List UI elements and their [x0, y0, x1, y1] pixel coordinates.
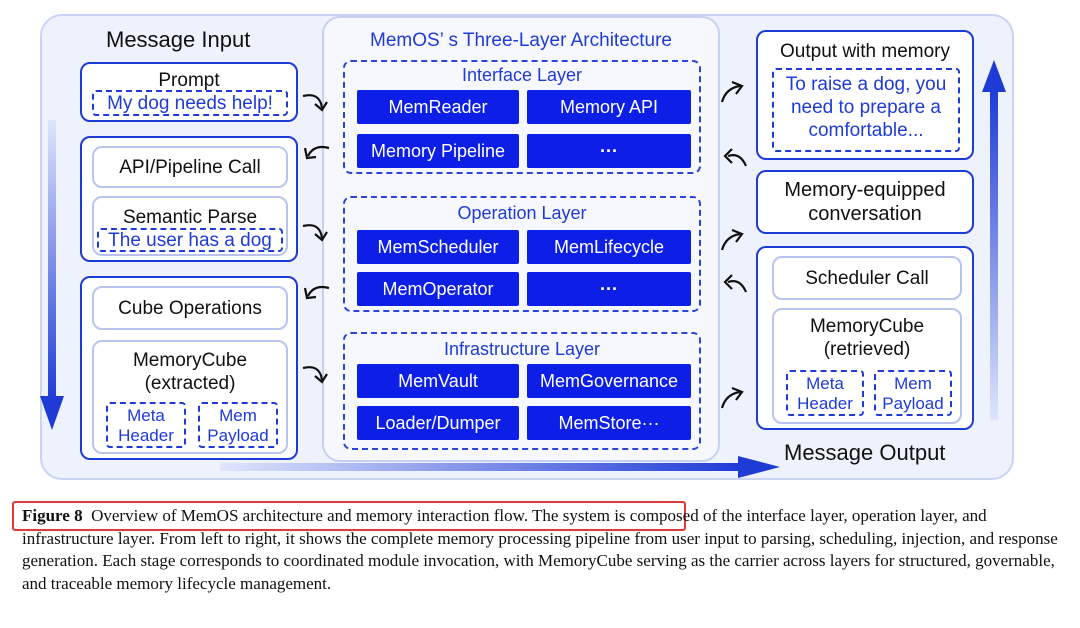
- output-with-memory-box: Output with memory To raise a dog, you n…: [756, 30, 974, 160]
- curved-arrow-left-icon: [303, 145, 330, 160]
- module-more: ···: [527, 272, 691, 306]
- module-memlifecycle: MemLifecycle: [527, 230, 691, 264]
- right-flow-arrow-icon: [220, 456, 780, 478]
- meta-line-2: Header: [797, 394, 853, 413]
- figure-caption: Figure 8 Overview of MemOS architecture …: [22, 505, 1062, 595]
- memory-conversation-box: Memory-equipped conversation: [756, 170, 974, 234]
- module-memory-api: Memory API: [527, 90, 691, 124]
- module-more: ···: [527, 134, 691, 168]
- output-line-2: need to prepare a: [790, 97, 941, 118]
- meta-header-box: Meta Header: [786, 370, 864, 416]
- parse-group: API/Pipeline Call Semantic Parse The use…: [80, 136, 298, 262]
- curved-arrow-up-right-icon: [720, 228, 744, 251]
- scheduler-call-label: Scheduler Call: [805, 268, 929, 289]
- module-memscheduler: MemScheduler: [357, 230, 519, 264]
- module-memgovernance: MemGovernance: [527, 364, 691, 398]
- semantic-parse-box: Semantic Parse The user has a dog: [92, 196, 288, 256]
- output-title: Output with memory: [780, 41, 950, 62]
- parse-text-box: The user has a dog: [97, 228, 283, 252]
- meta-header-box: Meta Header: [106, 402, 186, 448]
- mem-payload-box: Mem Payload: [198, 402, 278, 448]
- output-text-box: To raise a dog, you need to prepare a co…: [772, 68, 960, 152]
- interface-layer-title: Interface Layer: [461, 65, 583, 85]
- curved-arrow-right-icon: [302, 94, 328, 112]
- module-memvault: MemVault: [357, 364, 519, 398]
- conversation-line-1: Memory-equipped: [784, 179, 946, 201]
- meta-line-2: Header: [118, 426, 174, 445]
- meta-line-1: Meta: [806, 374, 844, 393]
- prompt-text-box: My dog needs help!: [92, 90, 288, 116]
- curved-arrow-left-icon: [303, 285, 330, 300]
- prompt-label: Prompt: [158, 70, 220, 91]
- architecture-title: MemOS’ s Three-Layer Architecture: [370, 30, 672, 51]
- cube-ops-label: Cube Operations: [118, 298, 262, 319]
- curved-arrow-up-right-icon: [720, 80, 744, 103]
- curved-arrow-back-icon: [723, 148, 748, 167]
- mem-line-1: Mem: [219, 406, 257, 425]
- mem-line-1: Mem: [894, 374, 932, 393]
- memorycube-retrieved: MemoryCube (retrieved) Meta Header Mem P…: [772, 308, 962, 424]
- output-line-3: comfortable...: [808, 120, 924, 141]
- up-flow-arrow-icon: [982, 60, 1006, 420]
- api-call-box: API/Pipeline Call: [92, 146, 288, 188]
- semantic-parse-label: Semantic Parse: [122, 207, 258, 228]
- mem-line-2: Payload: [207, 426, 269, 445]
- memorycube-extracted: MemoryCube (extracted) Meta Header Mem P…: [92, 340, 288, 454]
- figure-label: Figure 8: [22, 506, 83, 525]
- curved-arrow-back-icon: [723, 274, 748, 293]
- infrastructure-layer-title: Infrastructure Layer: [443, 339, 601, 359]
- conversation-line-2: conversation: [808, 203, 922, 225]
- parse-text: The user has a dog: [108, 230, 272, 251]
- mem-payload-box: Mem Payload: [874, 370, 952, 416]
- operation-layer-title: Operation Layer: [457, 203, 587, 223]
- cube-title: MemoryCube: [809, 316, 925, 337]
- operation-layer: Operation Layer MemScheduler MemLifecycl…: [343, 196, 701, 312]
- message-input-title: Message Input: [106, 27, 251, 52]
- message-output-title: Message Output: [784, 440, 946, 465]
- module-memory-pipeline: Memory Pipeline: [357, 134, 519, 168]
- module-memstore: MemStore···: [527, 406, 691, 440]
- cube-subtitle: (extracted): [144, 373, 236, 394]
- curved-arrow-right-icon: [302, 224, 328, 242]
- prompt-text: My dog needs help!: [107, 93, 273, 114]
- caption-highlight-box: [12, 501, 686, 531]
- module-memreader: MemReader: [357, 90, 519, 124]
- cube-title: MemoryCube: [132, 350, 248, 371]
- output-line-1: To raise a dog, you: [785, 74, 947, 95]
- retrieval-group: Scheduler Call MemoryCube (retrieved) Me…: [756, 246, 974, 430]
- cube-ops-box: Cube Operations: [92, 286, 288, 330]
- caption-body: The system is composed of the interface …: [22, 506, 1058, 593]
- curved-arrow-up-right-icon: [720, 386, 744, 409]
- curved-arrow-right-icon: [302, 366, 328, 384]
- api-call-label: API/Pipeline Call: [119, 157, 261, 178]
- meta-line-1: Meta: [127, 406, 165, 425]
- module-memoperator: MemOperator: [357, 272, 519, 306]
- infrastructure-layer: Infrastructure Layer MemVault MemGoverna…: [343, 332, 701, 450]
- cube-ops-group: Cube Operations MemoryCube (extracted) M…: [80, 276, 298, 460]
- cube-subtitle: (retrieved): [823, 339, 911, 360]
- caption-highlight-text: Overview of MemOS architecture and memor…: [91, 506, 529, 525]
- prompt-box: Prompt My dog needs help!: [80, 62, 298, 122]
- mem-line-2: Payload: [882, 394, 944, 413]
- down-flow-arrow-icon: [40, 120, 64, 430]
- interface-layer: Interface Layer MemReader Memory API Mem…: [343, 60, 701, 174]
- scheduler-call-box: Scheduler Call: [772, 256, 962, 300]
- module-loader-dumper: Loader/Dumper: [357, 406, 519, 440]
